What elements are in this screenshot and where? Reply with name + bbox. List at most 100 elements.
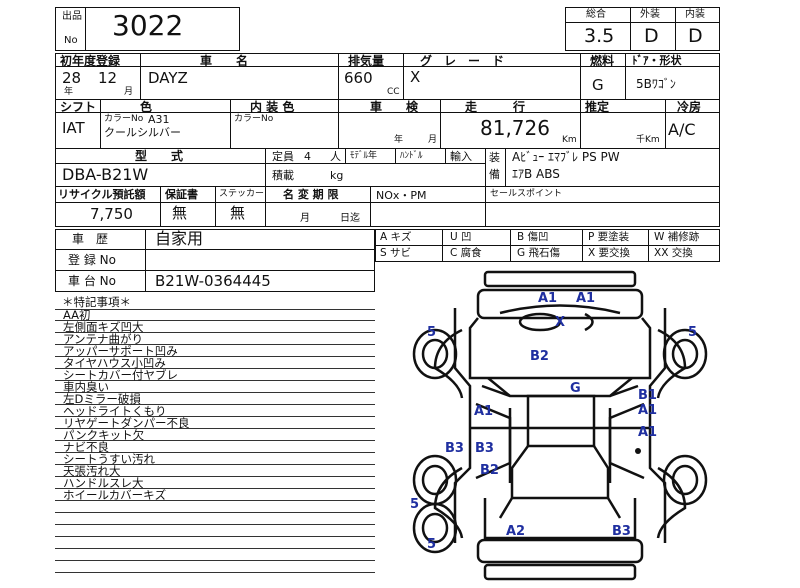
inspection-label: 車 検 <box>370 100 419 114</box>
damage-dot <box>635 448 641 454</box>
import-label: 輸入 <box>450 150 472 163</box>
color-name: クールシルバー <box>104 126 181 139</box>
sticker-label: ステッカー <box>219 189 265 199</box>
fuel-label: 燃料 <box>590 54 615 68</box>
kg-unit: kg <box>330 169 344 182</box>
thousand-km-unit: 千Km <box>636 135 660 145</box>
note-item: 天張汚れ大 <box>63 464 121 478</box>
damage-mark: A1 <box>538 291 558 306</box>
name-change-label: 名 変 期 限 <box>283 188 339 201</box>
legend-c: C 腐食 <box>450 247 482 259</box>
note-item: タイヤハウス小凹み <box>63 356 166 370</box>
model-label: 型 式 <box>135 149 184 163</box>
damage-mark: B2 <box>530 349 549 364</box>
ac: A/C <box>668 120 696 139</box>
car-damage-diagram <box>412 270 708 581</box>
lot-no-label: No <box>64 35 78 46</box>
history: 自家用 <box>155 229 204 248</box>
note-item: アッパーサポート凹み <box>63 344 178 358</box>
month-unit: 月 <box>124 87 134 97</box>
warranty-label: 保証書 <box>165 188 198 201</box>
grade-name-label: グ レ ー ド <box>420 54 505 68</box>
damage-mark: A1 <box>638 403 658 418</box>
interior-color-label: 内 装 色 <box>250 100 295 114</box>
lot-number: 3022 <box>112 9 184 42</box>
note-item: 左側面キズ凹大 <box>63 320 144 334</box>
note-item: ホイールカバーキズ <box>63 488 167 502</box>
legend-a: A キズ <box>380 231 412 243</box>
fuel: G <box>592 76 604 94</box>
note-item: AA初 <box>63 308 91 322</box>
sticker: 無 <box>230 204 246 222</box>
damage-mark: A1 <box>576 291 596 306</box>
inspection-month-unit: 月 <box>428 135 438 145</box>
car-name-label: 車 名 <box>200 54 249 68</box>
damage-mark: B3 <box>445 441 464 456</box>
exterior-grade-label: 外装 <box>640 9 660 20</box>
damage-mark: A1 <box>474 404 494 419</box>
history-box <box>55 229 375 292</box>
note-item: シートカバー付ヤブレ <box>63 368 178 382</box>
interior-color-no-label: カラーNo <box>234 114 274 124</box>
note-item: 左Dミラー破損 <box>63 392 141 406</box>
total-grade: 3.5 <box>584 25 615 47</box>
note-item: ハンドルスレ大 <box>63 476 144 490</box>
legend-u: U 凹 <box>450 231 472 243</box>
displacement-label: 排気量 <box>348 54 385 68</box>
car-name: DAYZ <box>148 69 188 87</box>
door-shape-label: ﾄﾞｱ・形状 <box>632 54 682 67</box>
chassis-number: B21W-0364445 <box>155 272 271 290</box>
lot-box <box>55 7 240 51</box>
shift: IAT <box>62 119 85 137</box>
estimate-label: 推定 <box>585 100 610 114</box>
handle-label: ﾊﾝﾄﾞﾙ <box>400 151 423 161</box>
notes-title: ＊特記事項＊ <box>62 295 131 309</box>
history-label: 車 歴 <box>72 232 109 246</box>
load-label: 積載 <box>272 169 294 182</box>
grade-box <box>565 7 720 51</box>
mileage: 81,726 <box>480 116 550 140</box>
displacement: 660 <box>344 69 373 87</box>
note-item: シートうすい汚れ <box>63 452 155 466</box>
year-unit: 年 <box>64 87 74 97</box>
first-reg-year: 28 <box>62 69 82 87</box>
damage-mark: 5 <box>688 325 698 340</box>
damage-mark: B3 <box>612 524 631 539</box>
capacity-label: 定員 <box>272 150 294 163</box>
legend-b: B 傷凹 <box>517 231 549 243</box>
km-unit: Km <box>562 135 577 145</box>
lot-label: 出品 <box>62 11 82 22</box>
color-label: 色 <box>140 100 153 114</box>
name-change-day-label: 日迄 <box>340 213 360 224</box>
inspection-year-unit: 年 <box>394 135 404 145</box>
damage-mark: B1 <box>638 388 657 403</box>
damage-mark: 5 <box>410 497 420 512</box>
sales-point-label: セールスポイント <box>490 189 563 199</box>
legend-p: P 要塗装 <box>588 231 630 243</box>
legend-g: G 飛石傷 <box>517 247 560 259</box>
cc-unit: CC <box>387 87 400 97</box>
door-shape: 5Bﾜｺﾞﾝ <box>636 77 676 91</box>
exterior-grade: D <box>644 25 659 47</box>
equipment-label-a: 装 <box>489 151 500 164</box>
equipment-line2: ｴｱB ABS <box>512 167 560 181</box>
damage-mark: B3 <box>475 441 494 456</box>
color-code: A31 <box>148 113 170 126</box>
damage-mark: 5 <box>427 537 437 552</box>
model: DBA-B21W <box>62 165 149 184</box>
recycle-label: リサイクル預託額 <box>58 188 146 201</box>
note-item: アンテナ曲がり <box>63 332 144 346</box>
legend-x: X 要交換 <box>588 247 631 259</box>
interior-grade: D <box>688 25 703 47</box>
shift-label: シフト <box>60 100 97 114</box>
person-unit: 人 <box>330 150 341 163</box>
total-grade-label: 総合 <box>586 9 606 20</box>
capacity: 4 <box>304 150 311 163</box>
equipment-label-b: 備 <box>489 168 500 181</box>
damage-mark: G <box>570 381 581 396</box>
name-change-month-unit: 月 <box>300 213 310 224</box>
reg-no-label: 登 録 No <box>68 253 116 267</box>
nox-label: NOx・PM <box>376 189 427 202</box>
mileage-label: 走 行 <box>465 100 526 114</box>
note-item: リヤゲートダンパー不良 <box>63 416 190 430</box>
